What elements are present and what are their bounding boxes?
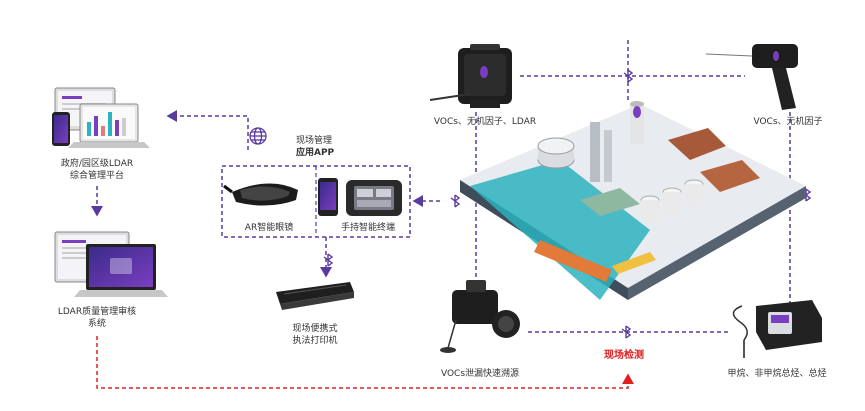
top-detector-label: VOCs、无机因子、LDAR: [433, 117, 537, 127]
bluetooth-icon: [323, 253, 334, 267]
printer-label-line2: 执法打印机: [292, 336, 338, 346]
ar-glasses-image: [223, 183, 298, 206]
connector-quality-to-field: [96, 336, 634, 389]
analyzer-label: 甲烷、非甲烷总烃、总烃: [727, 369, 827, 379]
quality-system-label-line1: LDAR质量管理审核: [57, 307, 137, 317]
gov-platform-label-line2: 综合管理平台: [69, 171, 124, 181]
app-label-line1: 现场管理: [296, 136, 333, 146]
bluetooth-icon: [623, 69, 634, 83]
camera-label: VOCs泄漏快速溯源: [440, 369, 520, 379]
printer-label-line1: 现场便携式: [292, 324, 338, 334]
top-detector-image: [429, 44, 512, 108]
app-label-line2: 应用APP: [296, 148, 335, 158]
connector-app-to-gov: [166, 110, 249, 150]
bluetooth-icon: [450, 194, 461, 208]
handheld-terminal-label: 手持智能终端: [340, 223, 395, 233]
printer-image: [276, 282, 354, 310]
quality-system-label-line2: 系统: [87, 319, 106, 329]
camera-image: [440, 280, 520, 353]
ar-glasses-label: AR智能眼镜: [244, 223, 294, 233]
field-detection-label: 现场检测: [604, 350, 644, 361]
analyzer-image: [732, 300, 822, 358]
industrial-plant-image: [460, 101, 806, 300]
handheld-terminal-image: [318, 178, 402, 216]
bluetooth-icon: [621, 325, 632, 339]
gov-platform-label-line1: 政府/园区级LDAR: [60, 159, 134, 169]
right-detector-image: [705, 44, 798, 110]
quality-system-devices: [54, 231, 168, 297]
gov-platform-devices: [52, 87, 150, 148]
right-detector-label: VOCs、无机因子: [753, 117, 823, 127]
globe-icon: [249, 127, 267, 145]
